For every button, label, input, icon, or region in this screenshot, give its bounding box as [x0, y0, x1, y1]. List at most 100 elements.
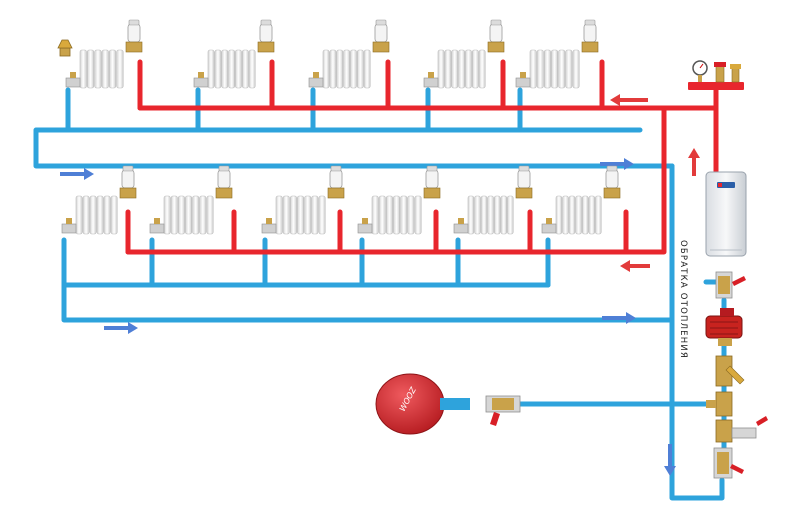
lockshield-valve-icon [308, 72, 324, 88]
lower-return-main [61, 237, 675, 323]
radiator-section [221, 49, 229, 89]
supply-arrow-upper [610, 94, 648, 106]
thermostat-head-icon [372, 19, 390, 53]
radiator-section [228, 49, 236, 89]
radiator-section [572, 49, 580, 89]
radiator-section [235, 49, 242, 89]
safety-valve-icon [715, 65, 725, 83]
radiator-section [478, 49, 486, 89]
radiator-section [536, 49, 544, 89]
radiator-section [588, 195, 596, 235]
thermostat-head-icon [119, 165, 137, 199]
radiator-section [94, 49, 102, 89]
radiator-section [451, 49, 459, 89]
lockshield-valve-icon [65, 72, 81, 88]
return-arrow-down [664, 444, 676, 476]
radiator-section [242, 49, 249, 89]
radiator-section [500, 195, 507, 235]
upper-radiator-5 [515, 19, 599, 89]
lockshield-valve-icon [193, 72, 209, 88]
radiator-section [275, 195, 283, 235]
radiator-section [371, 195, 379, 235]
return-collector [669, 163, 725, 501]
radiator-section [192, 195, 200, 235]
upper-radiator-3 [308, 19, 390, 89]
radiator-section [109, 49, 117, 89]
radiator-section [529, 49, 537, 89]
radiator-section [551, 49, 559, 89]
radiator-section [206, 195, 214, 235]
lockshield-valve-icon [149, 218, 165, 234]
thermostat-head-icon [125, 19, 143, 53]
lockshield-valve-icon [61, 218, 77, 234]
radiator-section [350, 49, 357, 89]
radiator-section [385, 195, 393, 235]
valve-handle-icon [490, 412, 500, 426]
air-vent-valve-icon [731, 67, 740, 83]
radiator-section [507, 195, 514, 235]
safety-group [688, 60, 744, 90]
radiator-section [562, 195, 569, 235]
radiator-section [595, 195, 602, 235]
radiator-section [329, 49, 337, 89]
radiator-section [289, 195, 297, 235]
lower-radiator-1 [61, 165, 137, 235]
electric-boiler [705, 171, 747, 257]
radiator-section [101, 49, 109, 89]
lockshield-valve-icon [515, 72, 531, 88]
radiator-section [110, 195, 118, 235]
radiator-section [185, 195, 192, 235]
radiator-section [75, 195, 83, 235]
radiator-section [170, 195, 178, 235]
radiator-section [565, 49, 573, 89]
radiator-section [336, 49, 344, 89]
radiators [61, 19, 621, 235]
radiator-section [467, 195, 475, 235]
radiator-section [163, 195, 171, 235]
lockshield-valve-icon [423, 72, 439, 88]
radiator-section [82, 195, 90, 235]
thermostat-head-icon [515, 165, 533, 199]
radiator-section [297, 195, 304, 235]
supply-arrow-lower [620, 260, 650, 272]
radiator-section [378, 195, 386, 235]
air-vent-icon [57, 39, 73, 57]
check-valve [706, 391, 733, 417]
ball-valve-upper [715, 271, 746, 299]
mesh-filter [715, 355, 745, 387]
return-pipes [33, 87, 727, 501]
return-arrow-2 [600, 158, 634, 170]
valve-handle-icon [756, 416, 768, 426]
radiator-section [575, 195, 582, 235]
radiator-section [318, 195, 326, 235]
radiator-section [568, 195, 576, 235]
valve-handle-icon [732, 276, 746, 286]
drain-valve [715, 416, 768, 443]
upper-radiator-4 [423, 19, 505, 89]
radiator-section [487, 195, 494, 235]
return-arrow-3 [104, 322, 138, 334]
lower-radiator-5 [453, 165, 533, 235]
thermostat-head-icon [327, 165, 345, 199]
radiator-section [343, 49, 351, 89]
radiator-section [363, 49, 371, 89]
thermostat-head-icon [487, 19, 505, 53]
radiator-section [199, 195, 207, 235]
radiator-section [356, 49, 364, 89]
radiator-section [214, 49, 222, 89]
ball-valve-lower [713, 447, 744, 479]
lower-supply-main [125, 105, 667, 255]
radiator-section [178, 195, 185, 235]
thermostat-head-icon [603, 165, 621, 199]
radiator-section [493, 195, 501, 235]
flow-arrows [60, 94, 700, 476]
radiator-section [87, 49, 95, 89]
radiator-section [465, 49, 472, 89]
radiator-section [311, 195, 319, 235]
thermostat-head-icon [215, 165, 233, 199]
radiator-section [393, 195, 400, 235]
radiator-section [414, 195, 422, 235]
lockshield-valve-icon [453, 218, 469, 234]
